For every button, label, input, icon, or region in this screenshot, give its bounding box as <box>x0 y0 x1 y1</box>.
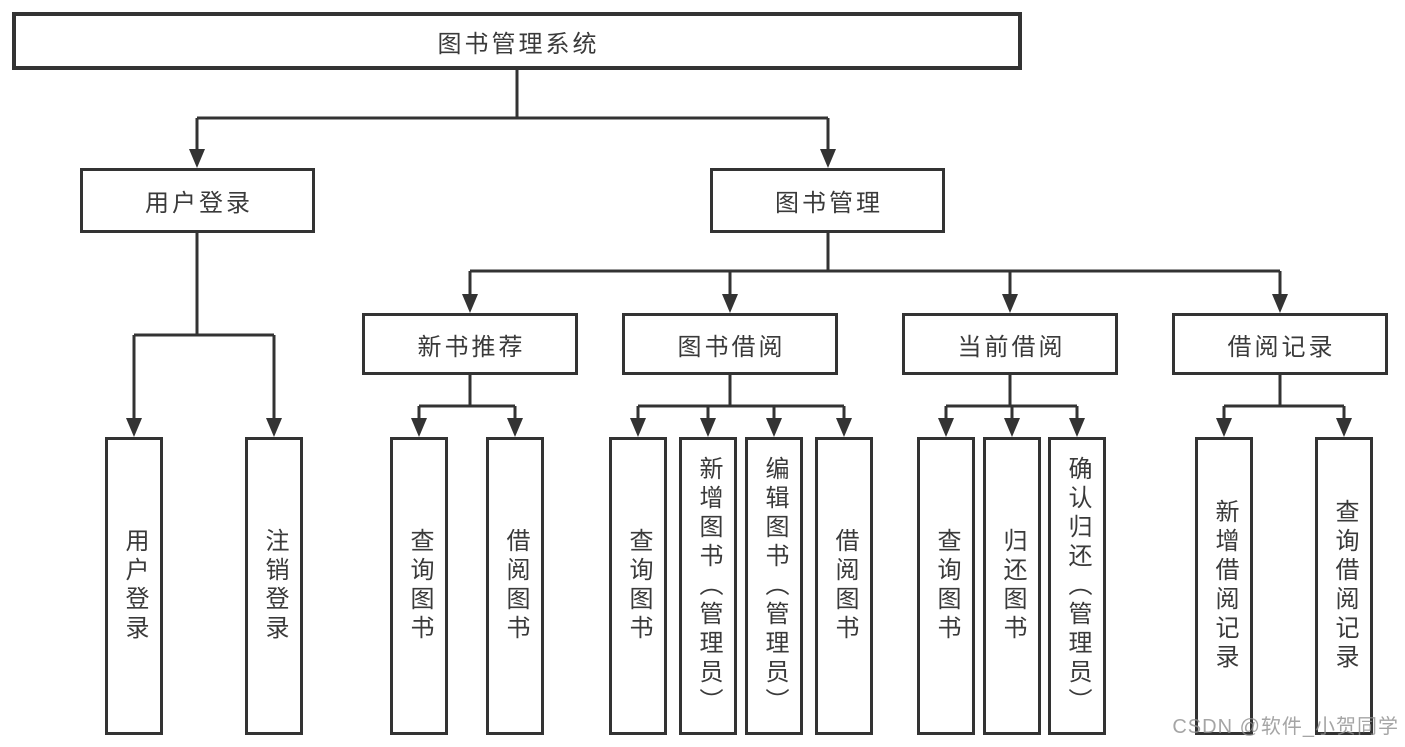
node-label: 新增借阅记录 <box>1211 499 1238 673</box>
node-label: 图书借阅 <box>677 333 786 361</box>
arrowhead-down-icon <box>630 418 646 437</box>
node-label: 查询借阅记录 <box>1331 499 1358 673</box>
node-label: 图书管理 <box>775 190 883 217</box>
arrowhead-down-icon <box>126 418 142 437</box>
node-label: 新书推荐 <box>417 333 526 361</box>
connector-borrow-records <box>1222 375 1346 422</box>
node-root-system: 图书管理系统 <box>12 12 1022 70</box>
arrowhead-down-icon <box>938 418 954 437</box>
leaf-add-borrow-record: 新增借阅记录 <box>1195 437 1253 735</box>
node-new-book-recommend: 新书推荐 <box>362 313 578 375</box>
node-label: 查询图书 <box>625 528 652 644</box>
node-label: 归还图书 <box>999 528 1026 644</box>
leaf-query-books-1: 查询图书 <box>390 437 448 735</box>
connector-root <box>195 70 830 153</box>
node-borrowing-records: 借阅记录 <box>1172 313 1388 375</box>
arrowhead-down-icon <box>507 418 523 437</box>
arrowhead-down-icon <box>266 418 282 437</box>
csdn-watermark: CSDN @软件_小贺同学 <box>1172 716 1399 738</box>
leaf-query-books-2: 查询图书 <box>609 437 667 735</box>
node-book-borrowing: 图书借阅 <box>622 313 838 375</box>
node-book-management-branch: 图书管理 <box>710 168 945 233</box>
arrowhead-down-icon <box>1069 418 1085 437</box>
connector-current-borrow <box>944 375 1079 422</box>
node-label: 编辑图书（管理员） <box>761 455 788 717</box>
connector-new-books <box>417 375 517 422</box>
arrowhead-down-icon <box>1216 418 1232 437</box>
arrowhead-down-icon <box>1004 418 1020 437</box>
arrowhead-down-icon <box>700 418 716 437</box>
arrowhead-down-icon <box>820 149 836 168</box>
node-label: 新增图书（管理员） <box>695 455 722 717</box>
arrowhead-down-icon <box>189 149 205 168</box>
node-current-borrowing: 当前借阅 <box>902 313 1118 375</box>
arrowhead-down-icon <box>766 418 782 437</box>
leaf-user-login: 用户登录 <box>105 437 163 735</box>
node-label: 图书管理系统 <box>437 30 600 58</box>
node-label: 用户登录 <box>145 190 253 217</box>
node-label: 查询图书 <box>406 528 433 644</box>
leaf-query-books-3: 查询图书 <box>917 437 975 735</box>
node-label: 确认归还（管理员） <box>1064 455 1091 717</box>
node-label: 用户登录 <box>121 528 148 644</box>
leaf-borrow-books-1: 借阅图书 <box>486 437 544 735</box>
arrowhead-down-icon <box>836 418 852 437</box>
leaf-edit-books-admin: 编辑图书（管理员） <box>745 437 803 735</box>
node-label: 当前借阅 <box>957 333 1066 361</box>
connector-book-borrow <box>636 375 846 422</box>
connector-book-branch <box>468 233 1282 298</box>
connector-user-branch <box>132 233 276 422</box>
node-label: 借阅图书 <box>831 528 858 644</box>
leaf-confirm-return-admin: 确认归还（管理员） <box>1048 437 1106 735</box>
leaf-return-books: 归还图书 <box>983 437 1041 735</box>
leaf-query-borrow-record: 查询借阅记录 <box>1315 437 1373 735</box>
arrowhead-down-icon <box>1336 418 1352 437</box>
node-label: 查询图书 <box>933 528 960 644</box>
node-label: 借阅图书 <box>502 528 529 644</box>
node-label: 注销登录 <box>261 528 288 644</box>
leaf-logout: 注销登录 <box>245 437 303 735</box>
node-label: 借阅记录 <box>1227 333 1336 361</box>
arrowhead-down-icon <box>411 418 427 437</box>
arrowhead-down-icon <box>1002 294 1018 313</box>
leaf-add-books-admin: 新增图书（管理员） <box>679 437 737 735</box>
node-user-login-branch: 用户登录 <box>80 168 315 233</box>
leaf-borrow-books-2: 借阅图书 <box>815 437 873 735</box>
arrowhead-down-icon <box>722 294 738 313</box>
arrowhead-down-icon <box>462 294 478 313</box>
arrowhead-down-icon <box>1272 294 1288 313</box>
